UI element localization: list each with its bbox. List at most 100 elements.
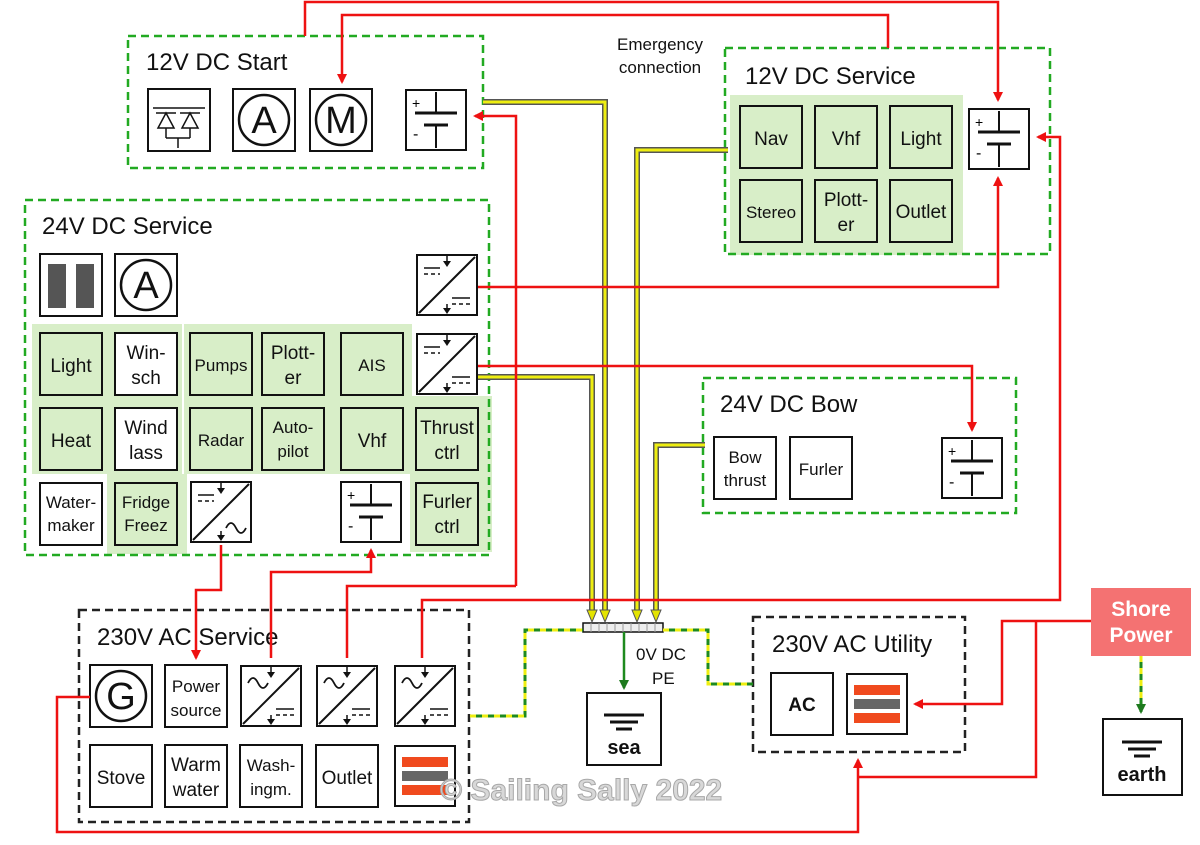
group-230v-ac-service-title: 230V AC Service [97, 624, 278, 651]
earth-ground-icon: earth [1102, 718, 1183, 796]
ammeter-icon: A [232, 88, 296, 152]
pe-wires [470, 628, 1146, 718]
bow-furler: Furler [789, 436, 853, 500]
s12-plotter: Plott- er [814, 179, 878, 243]
svg-text:Pumps: Pumps [195, 356, 248, 375]
svg-text:Light: Light [900, 129, 942, 150]
service24-ammeter-icon: A [114, 253, 178, 317]
s24-radar: Radar [189, 407, 253, 471]
svg-text:AC: AC [788, 695, 816, 716]
svg-text:Water-: Water- [46, 493, 96, 512]
charger-24v-icon [316, 665, 378, 727]
svg-text:Thrust: Thrust [420, 418, 475, 439]
svg-text:Fridge: Fridge [122, 493, 170, 512]
ac-utility-distribution-icon [846, 673, 908, 735]
start-ammeter-label: A [251, 100, 277, 142]
svg-text:Plott-: Plott- [824, 190, 868, 211]
util-ac: AC [770, 672, 834, 736]
bow-battery-icon [941, 437, 1003, 499]
svg-text:er: er [285, 368, 303, 389]
svg-text:AIS: AIS [358, 356, 385, 375]
service12-battery-icon [968, 108, 1030, 170]
group-24v-bow-border [701, 376, 1018, 515]
svg-text:source: source [170, 701, 221, 720]
bow-thrust: Bow thrust [713, 436, 777, 500]
inverter-icon [190, 481, 252, 543]
ac-outlet: Outlet [315, 744, 379, 808]
sea-ground-icon: sea [586, 692, 662, 766]
svg-text:Outlet: Outlet [896, 202, 947, 223]
svg-text:Wind: Wind [124, 418, 167, 439]
svg-text:pilot: pilot [277, 442, 308, 461]
s24-heat: Heat [39, 407, 103, 471]
live-wires [55, 0, 1091, 834]
emergency-label-line1: Emergency [617, 35, 703, 54]
charger-start-icon [394, 665, 456, 727]
svg-text:Outlet: Outlet [322, 768, 373, 789]
s12-stereo: Stereo [739, 179, 803, 243]
s24-plotter: Plott- er [261, 332, 325, 396]
ac-washing: Wash- ingm. [239, 744, 303, 808]
dcdc-24-to-12-icon [416, 254, 478, 316]
s24-watermaker: Water- maker [39, 482, 103, 546]
svg-text:sch: sch [131, 368, 161, 389]
group-24v-bow-title: 24V DC Bow [720, 391, 858, 418]
s12-outlet: Outlet [889, 179, 953, 243]
svg-text:ingm.: ingm. [250, 780, 292, 799]
s12-vhf: Vhf [814, 105, 878, 169]
s24-furler-ctrl: Furler ctrl [415, 482, 479, 546]
group-230v-ac-service-border [77, 608, 471, 824]
s24-windlass: Wind lass [114, 407, 178, 471]
s24-winsch: Win- sch [114, 332, 178, 396]
start-battery-icon [405, 89, 467, 151]
switch-panel-icon [39, 253, 103, 317]
busbar-label-line1: 0V DC [636, 645, 686, 664]
earth-label: earth [1118, 764, 1167, 786]
s24-pumps: Pumps [189, 332, 253, 396]
group-230v-ac-utility-title: 230V AC Utility [772, 631, 932, 658]
s24-light: Light [39, 332, 103, 396]
svg-text:Light: Light [50, 356, 92, 377]
s24-thrust-ctrl: Thrust ctrl [415, 407, 479, 471]
svg-text:Heat: Heat [51, 431, 92, 452]
s12-nav: Nav [739, 105, 803, 169]
generator-icon: G [89, 664, 153, 728]
service24-battery-icon [340, 481, 402, 543]
busbar-label-line2: PE [652, 669, 675, 688]
ac-warm-water: Warm water [164, 744, 228, 808]
svg-text:A: A [133, 265, 159, 307]
svg-text:Furler: Furler [422, 492, 472, 513]
svg-text:Furler: Furler [799, 460, 844, 479]
watermark: © Sailing Sally 2022 [440, 774, 722, 807]
svg-text:Vhf: Vhf [832, 129, 861, 150]
svg-text:Radar: Radar [198, 431, 245, 450]
svg-text:Win-: Win- [126, 343, 165, 364]
svg-text:Bow: Bow [728, 448, 762, 467]
shore-power-line2: Power [1109, 624, 1172, 647]
s24-ais: AIS [340, 332, 404, 396]
busbar-0v-dc-pe [582, 622, 664, 633]
ac-power-source: Power source [164, 664, 228, 728]
svg-text:maker: maker [47, 516, 95, 535]
s12-light: Light [889, 105, 953, 169]
svg-text:Stove: Stove [97, 768, 146, 789]
svg-text:Warm: Warm [171, 755, 221, 776]
svg-text:Stereo: Stereo [746, 203, 796, 222]
svg-text:G: G [106, 676, 136, 718]
group-24v-service-title: 24V DC Service [42, 213, 213, 240]
motor-icon: M [309, 88, 373, 152]
svg-text:ctrl: ctrl [434, 517, 459, 538]
shore-power-box: Shore Power [1091, 588, 1191, 656]
svg-text:Freez: Freez [124, 516, 167, 535]
start-motor-label: M [325, 100, 357, 142]
s24-vhf: Vhf [340, 407, 404, 471]
shore-power-line1: Shore [1111, 598, 1171, 621]
svg-text:Vhf: Vhf [358, 431, 387, 452]
group-12v-start-title: 12V DC Start [146, 49, 288, 76]
group-12v-service-title: 12V DC Service [745, 63, 916, 90]
s24-fridge: Fridge Freez [114, 482, 178, 546]
charger-12v-icon [240, 665, 302, 727]
svg-text:ctrl: ctrl [434, 443, 459, 464]
s24-autopilot: Auto- pilot [261, 407, 325, 471]
